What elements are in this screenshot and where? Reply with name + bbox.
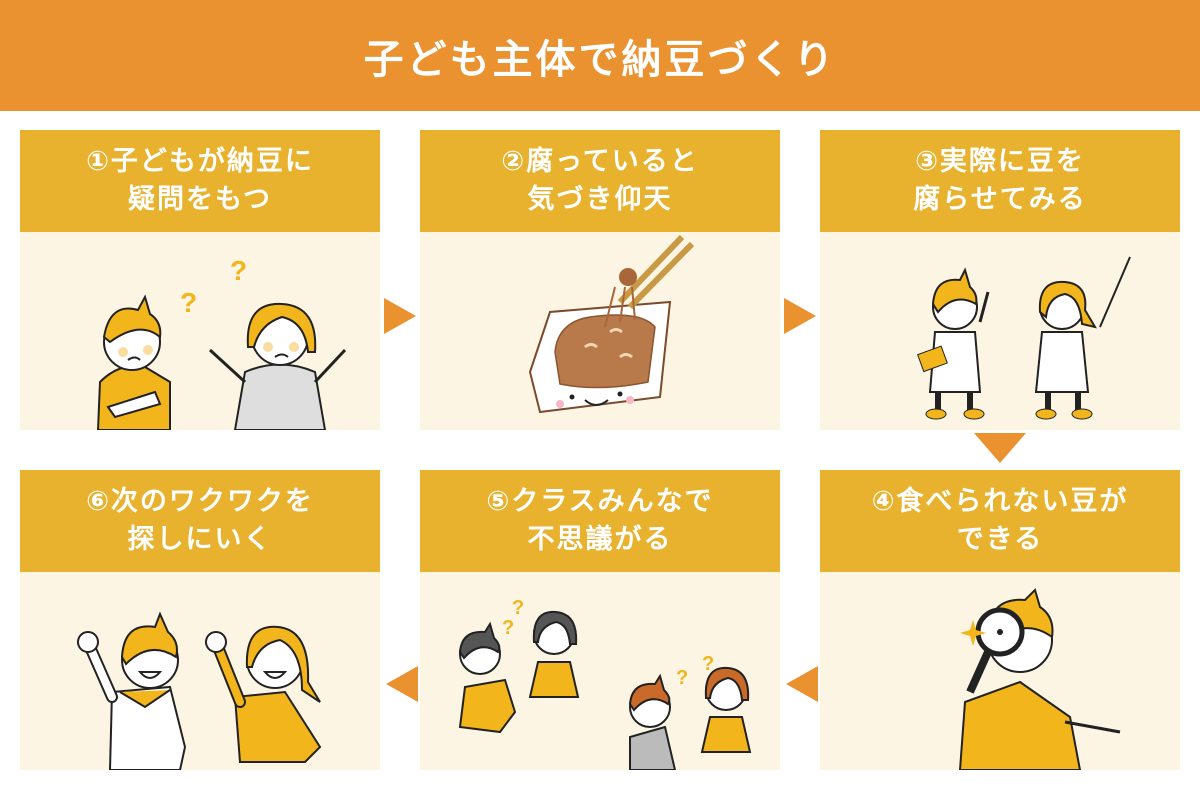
title-banner: 子ども主体で納豆づくり [0,0,1200,111]
step-3-title-line1: ③実際に豆を [915,146,1085,177]
arrow-step3-to-step4-icon [974,433,1026,463]
natto-pack-with-chopsticks-icon [528,234,695,414]
step-4-panel: ④食べられない豆が できる [820,470,1180,770]
step-5-title-line1: ⑤クラスみんなで [486,486,714,517]
step-3-panel: ③実際に豆を 腐らせてみる [820,130,1180,430]
step-6-illustration [20,572,380,770]
step-6-title-line1: ⑥次のワクワクを [86,486,314,517]
step-6-panel: ⑥次のワクワクを 探しにいく [20,470,380,770]
step-1-title-line2: 疑問をもつ [128,184,272,215]
svg-text:?: ? [180,287,197,318]
svg-text:?: ? [512,597,524,619]
step-2-header: ②腐っていると 気づき仰天 [420,130,780,232]
step-5-illustration: ? ? ? ? [420,572,780,770]
step-5-title-line2: 不思議がる [527,524,673,555]
step-1-panel: ①子どもが納豆に 疑問をもつ ? ? [20,130,380,430]
class-puzzled-children-icon: ? ? ? ? [458,597,752,770]
boy-with-magnifying-glass-icon [958,588,1121,770]
arrow-step1-to-step2-icon [384,298,416,334]
step-2-illustration [420,232,780,430]
step-6-title-line2: 探しにいく [127,524,273,555]
arrow-step4-to-step5-icon [786,666,818,702]
arrow-step5-to-step6-icon [386,666,418,702]
step-1-illustration: ? ? [20,232,380,430]
step-1-header: ①子どもが納豆に 疑問をもつ [20,130,380,232]
arrow-step2-to-step3-icon [784,298,816,334]
step-3-header: ③実際に豆を 腐らせてみる [820,130,1180,232]
page-title: 子ども主体で納豆づくり [363,36,837,83]
svg-text:?: ? [702,653,714,675]
step-3-title-line2: 腐らせてみる [913,184,1087,215]
step-4-title-line2: できる [956,524,1044,555]
step-5-header: ⑤クラスみんなで 不思議がる [420,470,780,572]
step-4-header: ④食べられない豆が できる [820,470,1180,572]
children-in-lab-coats-icon [917,256,1131,420]
step-4-illustration [820,572,1180,770]
svg-text:?: ? [676,667,688,689]
step-6-header: ⑥次のワクワクを 探しにいく [20,470,380,572]
children-cheering-icon [77,611,322,770]
step-2-panel: ②腐っていると 気づき仰天 [420,130,780,430]
step-3-illustration [820,232,1180,430]
step-1-title-line1: ①子どもが納豆に [86,146,314,177]
step-2-title-line2: 気づき仰天 [527,184,673,215]
step-5-panel: ⑤クラスみんなで 不思議がる ? ? ? ? [420,470,780,770]
svg-text:?: ? [230,255,247,286]
two-children-puzzled-icon: ? ? [96,255,347,430]
step-4-title-line1: ④食べられない豆が [871,486,1129,517]
step-2-title-line1: ②腐っていると [501,146,699,177]
svg-text:?: ? [502,617,514,639]
